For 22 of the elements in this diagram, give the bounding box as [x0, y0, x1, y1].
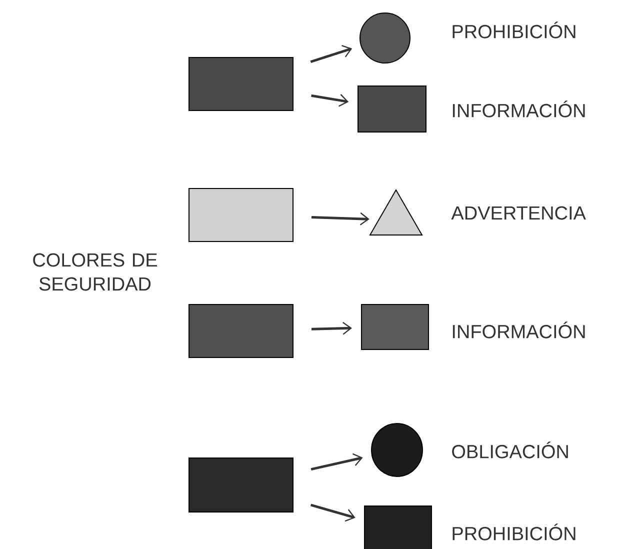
color-square	[358, 86, 426, 132]
color-square	[361, 304, 429, 350]
arrow	[311, 322, 352, 335]
symbol-label: INFORMACIÓN	[452, 322, 585, 338]
color-rectangle	[188, 188, 294, 242]
symbol-label: PROHIBICIÓN	[452, 524, 576, 540]
arrow	[311, 212, 370, 226]
color-rectangle	[188, 304, 294, 358]
arrow	[310, 504, 356, 522]
symbol-label: OBLIGACIÓN	[452, 442, 568, 458]
color-rectangle	[188, 458, 294, 512]
arrow	[310, 44, 352, 63]
symbol-label: INFORMACIÓN	[452, 100, 585, 118]
heading-label: COLORES DE SEGURIDAD	[33, 253, 157, 291]
color-circle	[371, 423, 423, 477]
color-circle	[360, 12, 410, 64]
symbol-label: PROHIBICIÓN	[452, 22, 576, 38]
arrow	[310, 453, 363, 470]
color-square	[364, 506, 432, 549]
color-rectangle	[188, 57, 294, 111]
arrow	[311, 94, 349, 107]
symbol-label: ADVERTENCIA	[451, 206, 586, 220]
